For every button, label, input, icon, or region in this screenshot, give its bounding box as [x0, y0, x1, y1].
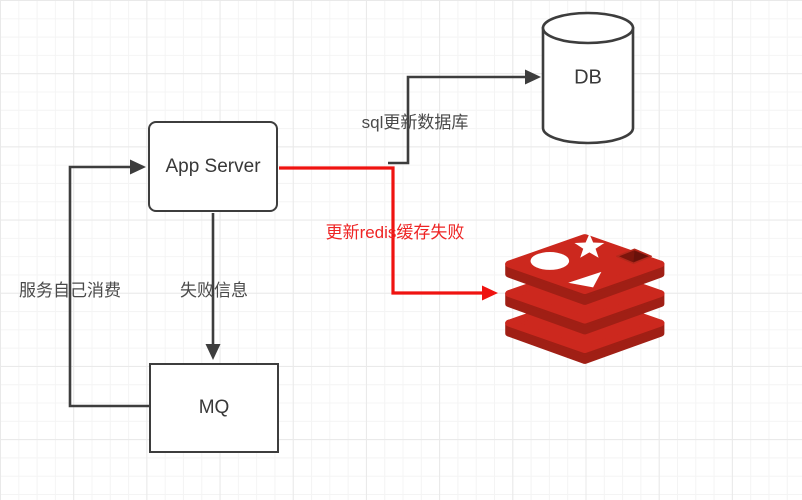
edge-label-failure-info: 失败信息: [180, 281, 248, 300]
db-label: DB: [574, 66, 602, 89]
redis-stack-icon: [505, 233, 665, 364]
mq-label: MQ: [198, 397, 230, 418]
redis-circle-shape: [530, 252, 570, 270]
connector-mq-to-app-server: [68, 159, 149, 408]
node-mq: MQ: [149, 363, 279, 453]
connector-app-server-to-db: [388, 69, 541, 165]
edge-label-update-redis-failed: 更新redis缓存失败: [325, 223, 465, 242]
connector-app-server-to-mq: [205, 213, 221, 360]
arrowhead-into-app-server: [130, 159, 146, 175]
edge-label-sql-update-db: sql更新数据库: [361, 113, 469, 132]
edge-label-self-consume: 服务自己消费: [19, 281, 121, 300]
node-app-server: App Server: [148, 121, 278, 212]
connector-app-server-to-redis: [279, 166, 498, 301]
arrowhead-into-db: [525, 69, 541, 85]
redis-triangle-shape: [568, 271, 602, 288]
database-cylinder-icon: [541, 11, 635, 145]
arrowhead-into-mq: [205, 344, 221, 360]
redis-star-shape: [574, 233, 605, 258]
arrowhead-into-redis: [482, 285, 498, 301]
app-server-label: App Server: [165, 155, 261, 177]
redis-square-hole-inner: [633, 250, 649, 262]
